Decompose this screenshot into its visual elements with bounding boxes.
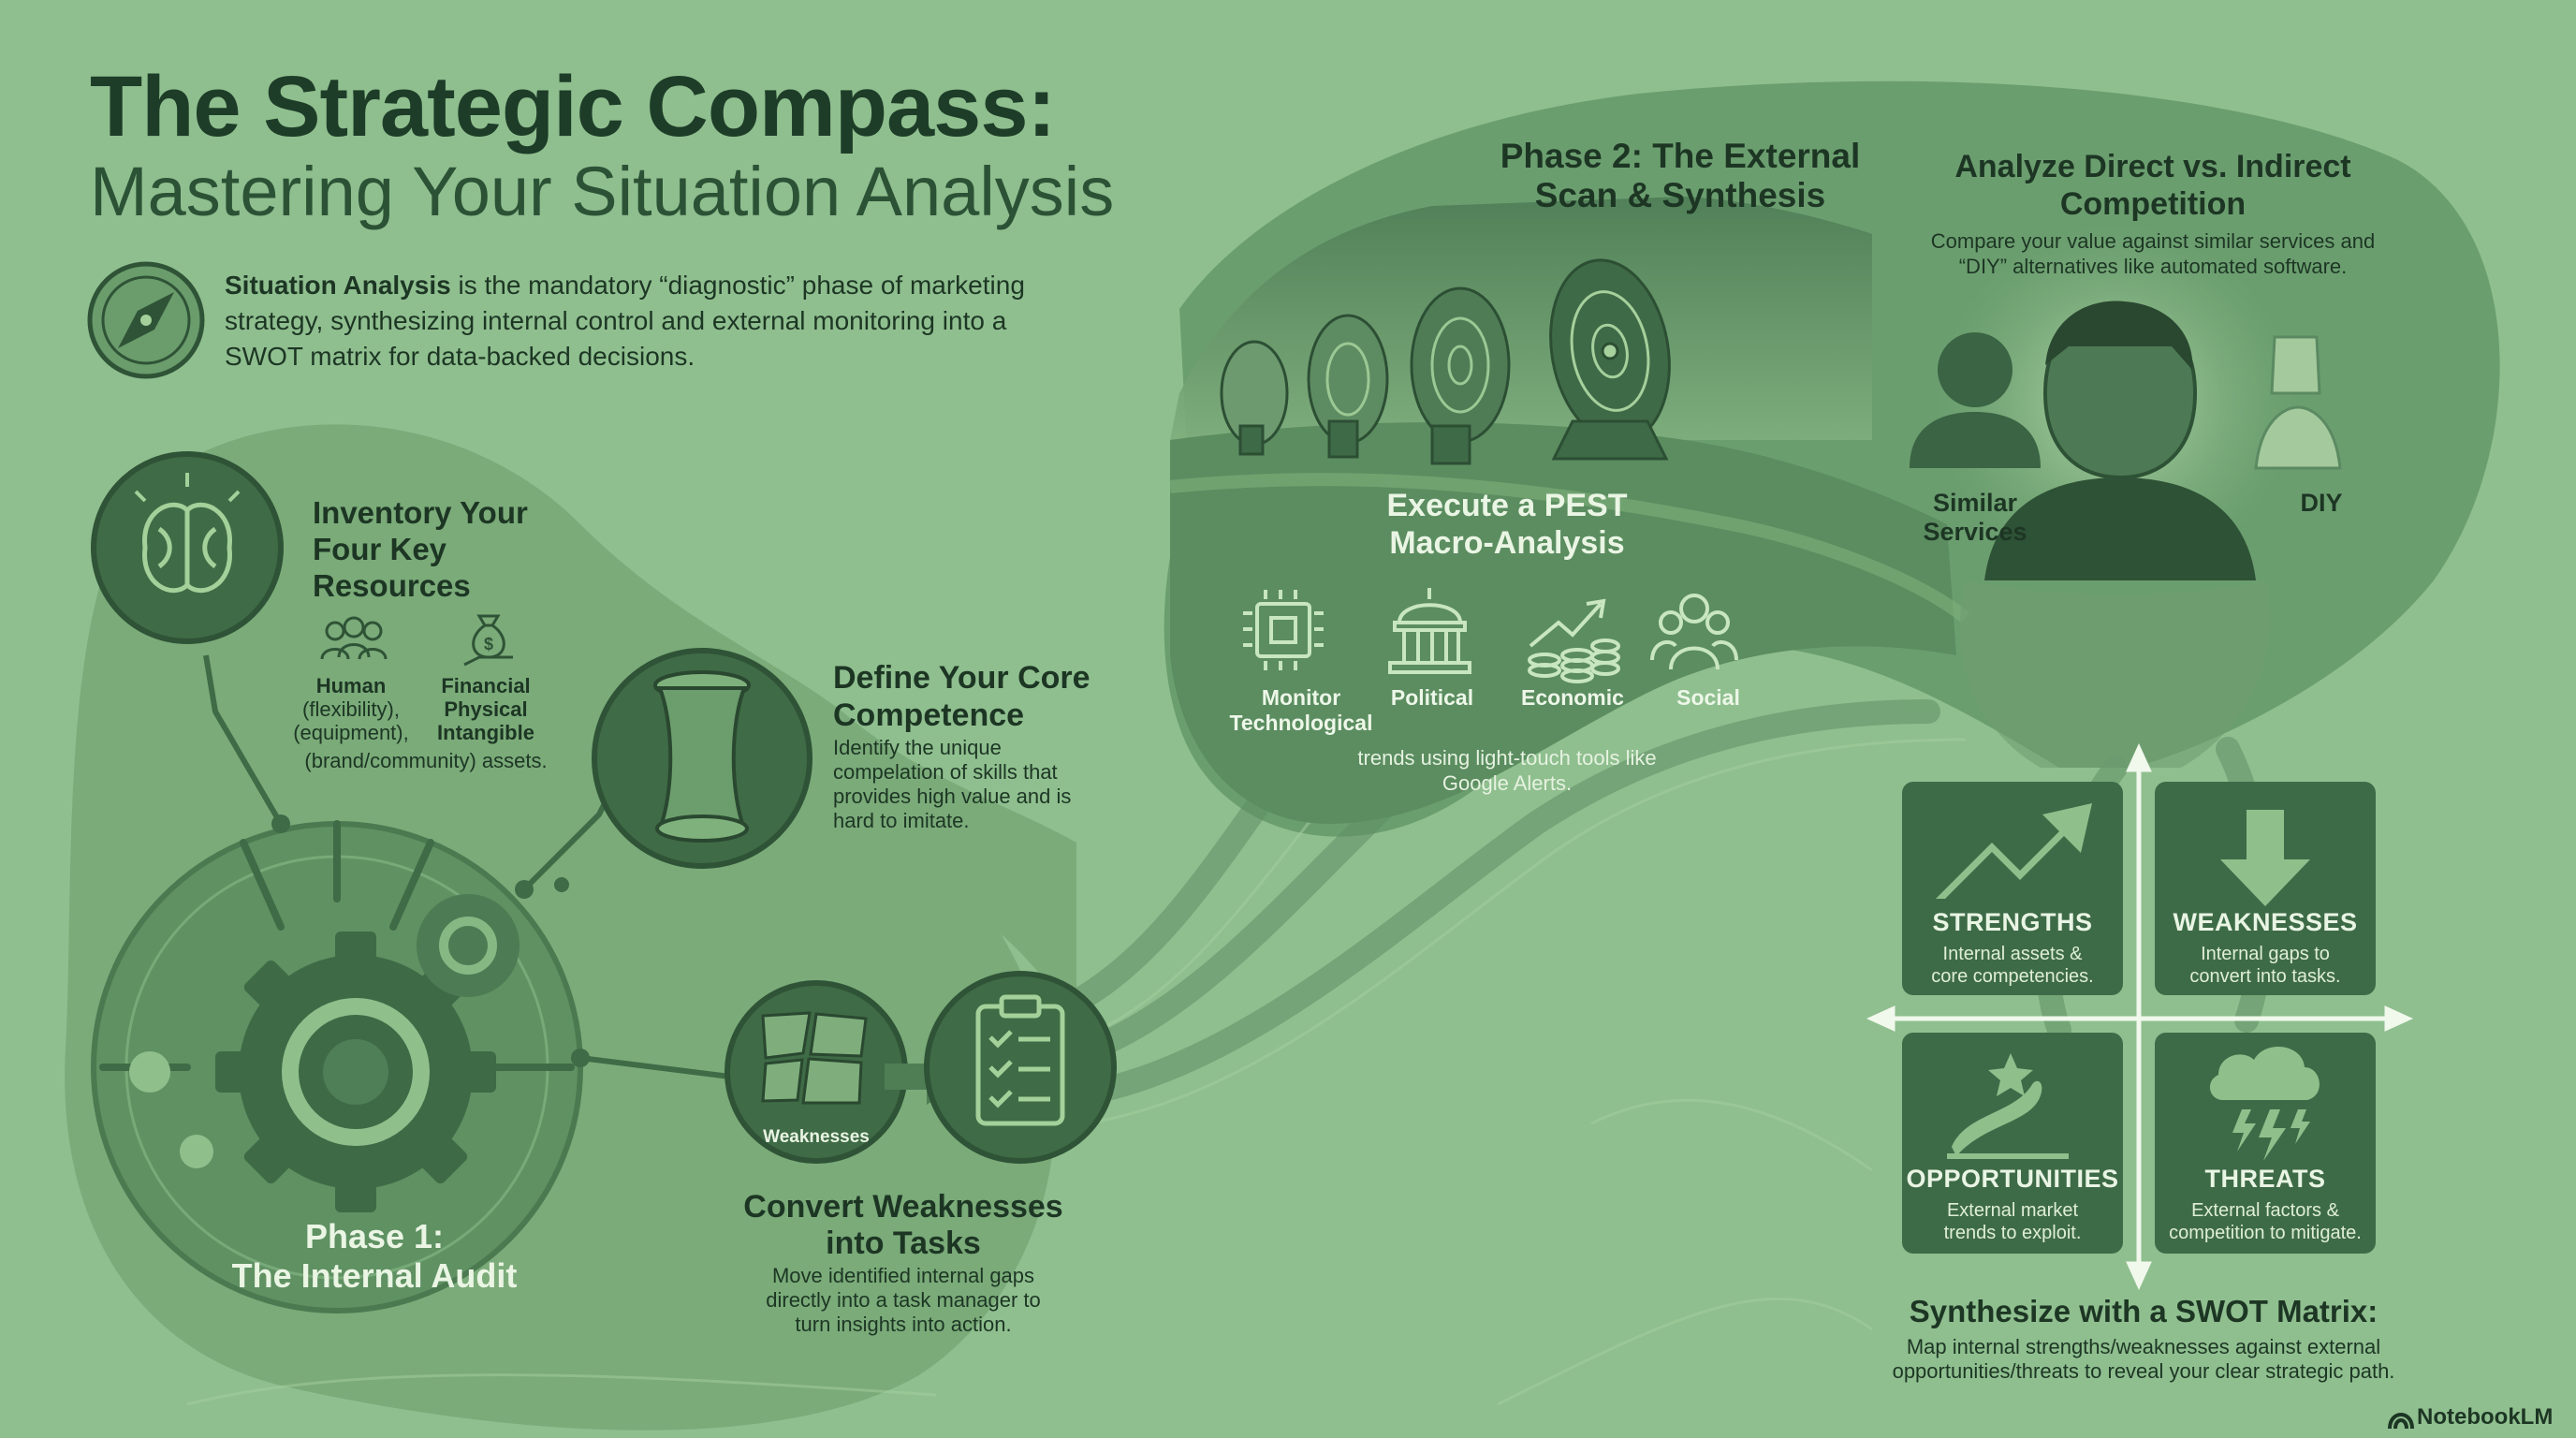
page-title: The Strategic Compass: [90, 59, 1056, 154]
phase2-title: Phase 2: The External Scan & Synthesis [1500, 137, 1861, 214]
diy-label: DIY [2300, 489, 2343, 517]
resource-financial: Financial [441, 674, 531, 697]
brand-label: NotebookLM [2417, 1404, 2554, 1430]
pest-icons [1243, 588, 1738, 683]
brain-icon [142, 502, 232, 594]
competition-text: Compare your value against similar servi… [1930, 229, 2376, 278]
competence-text: Identify the unique compelation of skill… [833, 736, 1072, 832]
swot-axes [1866, 742, 2414, 1291]
phase1-title: Phase 1: The Internal Audit [178, 1217, 571, 1296]
satellite-dish-icon [1220, 258, 1671, 465]
compass-icon [87, 261, 205, 379]
pest-economic: Economic [1521, 685, 1624, 710]
weaknesses-title: WEAKNESSES [2173, 908, 2358, 936]
person-icon [1910, 301, 2342, 580]
phase1-line2: The Internal Audit [231, 1256, 518, 1295]
resource-physical-note: (equipment), [293, 721, 409, 744]
trend-up-arrow-icon [1936, 803, 2092, 899]
resource-human-label: Human (flexibility), (equipment), [281, 674, 421, 744]
phase1-line1: Phase 1: [304, 1217, 445, 1255]
competence-title: Define Your Core Competence [833, 660, 1090, 733]
money-bag-icon: $ [461, 609, 517, 670]
convert-text: Move identified internal gaps directly i… [766, 1264, 1041, 1336]
strengths-title: STRENGTHS [1932, 908, 2093, 936]
intro-text: is the mandatory “diagnostic” phase of m… [225, 271, 1025, 371]
resource-physical: Physical [444, 697, 528, 721]
swot-threats: THREATS External factors & competition t… [2155, 1165, 2376, 1244]
notebooklm-logo-icon [2388, 1413, 2414, 1430]
resources-title: Inventory Your Four Key Resources [313, 495, 528, 603]
swot-weaknesses: WEAKNESSES Internal gaps to convert into… [2155, 908, 2376, 988]
pest-title: Execute a PEST Macro-Analysis [1386, 488, 1628, 561]
threats-title: THREATS [2204, 1165, 2326, 1193]
pest-note: trends using light-touch tools like Goog… [1357, 746, 1657, 795]
road-star-icon [1947, 1053, 2069, 1159]
resource-financial-label: Financial Physical Intangible [425, 674, 547, 744]
opportunities-text: External market trends to exploit. [1943, 1200, 2082, 1243]
svg-text:$: $ [484, 635, 493, 653]
weaknesses-badge: Weaknesses [763, 1127, 870, 1147]
swot-opportunities: OPPORTUNITIES External market trends to … [1902, 1165, 2123, 1244]
pest-social: Social [1676, 685, 1740, 710]
resource-intangible: Intangible [437, 721, 534, 744]
storm-cloud-icon [2209, 1047, 2320, 1161]
pest-political: Political [1390, 685, 1474, 710]
down-arrow-icon [2220, 810, 2310, 906]
opportunities-title: OPPORTUNITIES [1906, 1165, 2119, 1193]
weaknesses-text: Internal gaps to convert into tasks. [2189, 944, 2341, 987]
broken-tiles-icon [761, 1011, 868, 1105]
swot-strengths: STRENGTHS Internal assets & core compete… [1902, 908, 2123, 988]
competition-title: Analyze Direct vs. Indirect Competition [1954, 149, 2351, 222]
resource-human-note: (flexibility), [302, 697, 400, 721]
intro-term: Situation Analysis [225, 271, 451, 300]
people-icon [315, 614, 393, 670]
similar-services-label: Similar Services [1923, 489, 2027, 546]
strengths-text: Internal assets & core competencies. [1931, 944, 2094, 987]
resource-intangible-note-wrap: (brand/community) assets. [290, 749, 562, 772]
intro-paragraph: Situation Analysis is the mandatory “dia… [225, 268, 1030, 374]
page-subtitle: Mastering Your Situation Analysis [90, 153, 1115, 230]
swot-title: Synthesize with a SWOT Matrix: [1909, 1294, 2378, 1328]
pest-technological: Monitor Technological [1229, 685, 1373, 735]
threats-text: External factors & competition to mitiga… [2169, 1200, 2362, 1243]
resource-intangible-note: (brand/community) assets. [304, 749, 548, 772]
spool-icon [653, 670, 751, 843]
swot-text: Map internal strengths/weaknesses agains… [1892, 1335, 2395, 1383]
checklist-icon [975, 994, 1065, 1126]
convert-title: Convert Weaknesses into Tasks [743, 1189, 1063, 1261]
resource-human: Human [315, 674, 387, 697]
